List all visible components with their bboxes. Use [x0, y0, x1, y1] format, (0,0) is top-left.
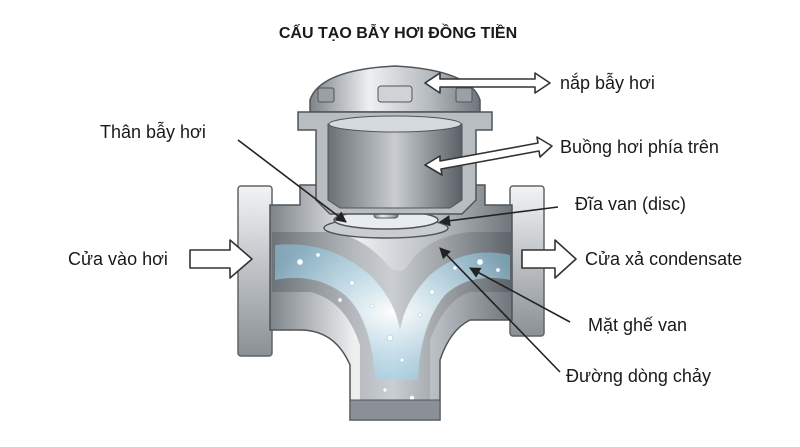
pointer-body: [237, 139, 347, 223]
pointer-seat: [469, 267, 571, 323]
cap-bolt-right: [455, 87, 473, 103]
label-body: Thân bẫy hơi: [100, 121, 206, 142]
flow-stream: [275, 244, 510, 380]
label-inlet: Cửa vào hơi: [68, 249, 168, 269]
bubbles: [296, 252, 501, 401]
cap-arrow: [424, 72, 551, 94]
diagram-title: CẤU TẠO BẪY HƠI ĐỒNG TIỀN: [279, 23, 517, 42]
label-flow-path: Đường dòng chảy: [566, 366, 711, 386]
pointer-lines: [237, 139, 571, 373]
upper-chamber: [327, 123, 463, 209]
left-flange: [237, 185, 273, 357]
cap-plug: [377, 85, 413, 103]
inlet-arrow: [189, 239, 253, 279]
upper-chamber-top: [328, 115, 462, 133]
cap-bolt-left: [317, 87, 335, 103]
label-upper-chamber: Buồng hơi phía trên: [560, 137, 719, 157]
label-cap: nắp bẫy hơi: [560, 72, 655, 93]
big-arrows: [189, 72, 577, 279]
bottom-port: [349, 399, 441, 421]
label-valve-seat: Mặt ghế van: [588, 315, 687, 335]
trap-cap: [297, 65, 493, 215]
outlet-arrow: [521, 239, 577, 279]
label-outlet: Cửa xả condensate: [585, 249, 742, 269]
pointer-flow: [439, 247, 561, 373]
label-disc: Đĩa van (disc): [575, 194, 686, 214]
pointer-disc: [438, 206, 559, 227]
valve-body: [237, 184, 545, 421]
chamber-arrow: [424, 136, 553, 176]
